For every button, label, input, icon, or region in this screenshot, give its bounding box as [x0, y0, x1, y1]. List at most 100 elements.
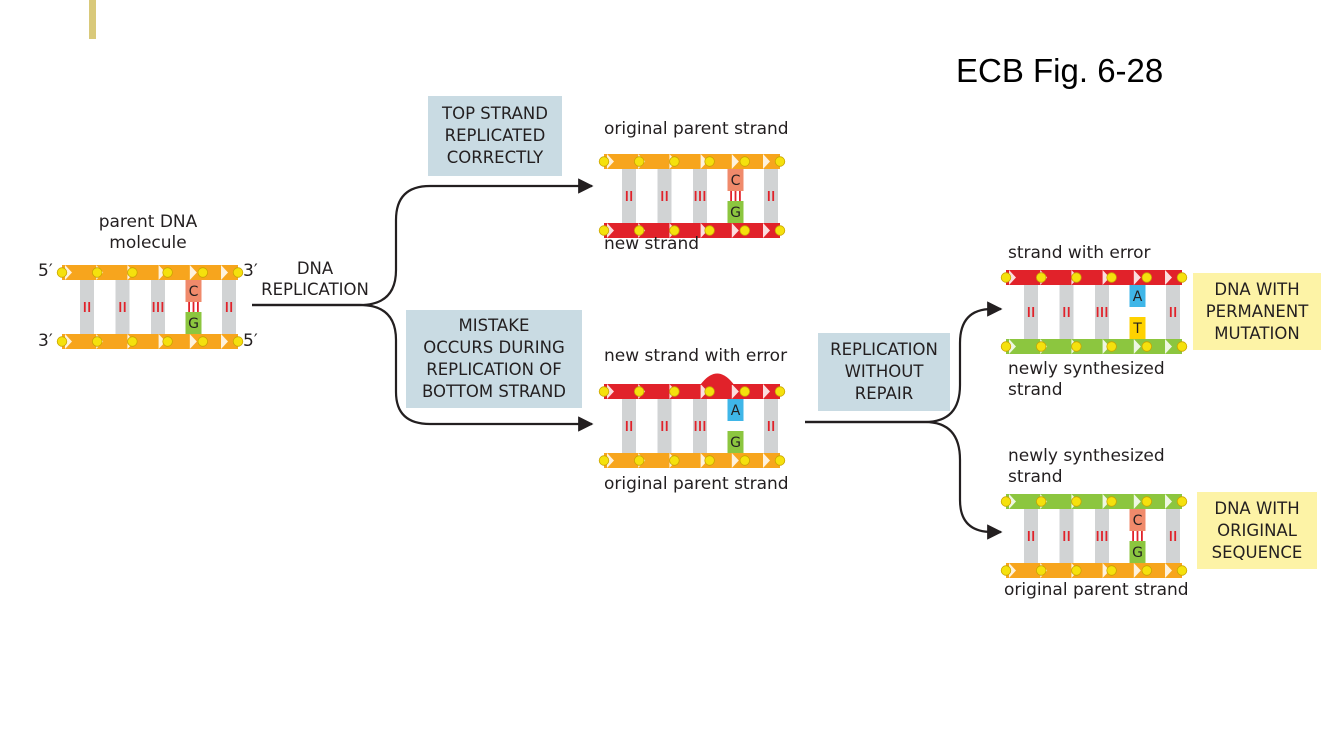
- strand-notch: [607, 154, 614, 169]
- strand-notch: [1133, 563, 1141, 578]
- dna-molecule: CG: [598, 154, 786, 238]
- strand-notch: [1009, 339, 1016, 354]
- sugar-phosphate-backbone: [604, 154, 780, 169]
- phosphate-dot: [1000, 272, 1012, 283]
- strand-notch: [1133, 339, 1141, 354]
- base-letter-label: G: [730, 205, 741, 221]
- strand-notch: [221, 334, 228, 349]
- nucleotide-base: [764, 399, 778, 426]
- base-letter-label: C: [731, 173, 741, 189]
- phosphate-dot: [1176, 341, 1188, 352]
- nucleotide-base: [622, 426, 636, 453]
- mismatch-base: [727, 169, 744, 191]
- phosphate-dot: [739, 386, 751, 397]
- phosphate-dot: [634, 225, 645, 236]
- nucleotide-base: [1166, 536, 1180, 563]
- mismatch-base: [185, 312, 202, 334]
- dna-molecule: AT: [1000, 270, 1188, 354]
- original-top-label: newly synthesized strand: [1008, 446, 1165, 487]
- strand-notch: [1102, 494, 1110, 509]
- nucleotide-base: [764, 426, 778, 453]
- base-letter-label: G: [1132, 545, 1143, 561]
- phosphate-dot: [232, 267, 244, 278]
- phosphate-dot: [91, 336, 103, 347]
- phosphate-dot: [197, 267, 209, 278]
- strand-notch: [731, 154, 739, 169]
- nucleotide-base: [657, 399, 672, 426]
- phosphate-dot: [669, 225, 680, 236]
- nucleotide-base: [764, 169, 778, 196]
- phosphate-dot: [669, 156, 680, 167]
- nucleotide-base: [764, 196, 778, 223]
- phosphate-dot: [1141, 565, 1153, 576]
- nucleotide-base: [80, 280, 94, 307]
- strand-notch: [1165, 494, 1172, 509]
- mismatch-base: [727, 399, 744, 421]
- strand-notch: [65, 334, 72, 349]
- phosphate-dot: [774, 386, 786, 397]
- nucleotide-base: [1059, 536, 1074, 563]
- mismatch-base: [727, 431, 744, 453]
- sugar-phosphate-backbone: [604, 453, 780, 468]
- parent-top-5-prime: 5′: [38, 261, 53, 281]
- phosphate-dot: [1106, 565, 1117, 576]
- nucleotide-base: [1059, 285, 1074, 312]
- branch-line: [252, 178, 594, 307]
- base-letter-label: A: [731, 403, 741, 419]
- sugar-phosphate-backbone: [604, 223, 780, 238]
- phosphate-dot: [1106, 341, 1117, 352]
- strand-notch: [1133, 270, 1141, 285]
- nucleotide-base: [657, 196, 672, 223]
- mismatch-base: [727, 201, 744, 223]
- strand-notch: [700, 453, 708, 468]
- phosphate-dot: [774, 156, 786, 167]
- phosphate-dot: [598, 225, 610, 236]
- strand-notch: [1102, 563, 1110, 578]
- dna-molecule: CG: [56, 265, 244, 349]
- nucleotide-base: [693, 196, 707, 223]
- nucleotide-base: [1024, 312, 1038, 339]
- phosphate-dot: [1035, 272, 1047, 283]
- nucleotide-base: [693, 399, 707, 426]
- phosphate-dot: [1141, 272, 1153, 283]
- nucleotide-base: [657, 426, 672, 453]
- base-letter-label: C: [1133, 513, 1143, 529]
- phosphate-dot: [739, 455, 751, 466]
- strand-notch: [731, 453, 739, 468]
- accent-bar: [89, 0, 96, 39]
- phosphate-dot: [1035, 565, 1047, 576]
- sugar-phosphate-backbone: [1006, 494, 1182, 509]
- phosphate-dot: [1176, 565, 1188, 576]
- phosphate-dot: [1106, 272, 1117, 283]
- phosphate-dot: [704, 225, 715, 236]
- phosphate-dot: [598, 386, 610, 397]
- strand-notch: [700, 384, 708, 399]
- base-letter-label: G: [730, 435, 741, 451]
- base-letter-label: A: [1133, 289, 1143, 305]
- phosphate-dot: [1176, 272, 1188, 283]
- phosphate-dot: [127, 336, 138, 347]
- strand-notch: [763, 154, 770, 169]
- error-copy-top-label: new strand with error: [604, 346, 788, 366]
- nucleotide-base: [1166, 285, 1180, 312]
- nucleotide-base: [151, 280, 165, 307]
- strand-notch: [1009, 494, 1016, 509]
- strand-notch: [1165, 270, 1172, 285]
- phosphate-dot: [232, 336, 244, 347]
- sugar-phosphate-backbone: [1006, 339, 1182, 354]
- phosphate-dot: [739, 225, 751, 236]
- strand-notch: [607, 384, 614, 399]
- phosphate-dot: [1071, 496, 1082, 507]
- nucleotide-base: [151, 307, 165, 334]
- phosphate-dot: [669, 386, 680, 397]
- nucleotide-base: [1166, 509, 1180, 536]
- strand-notch: [189, 334, 197, 349]
- nucleotide-base: [693, 169, 707, 196]
- nucleotide-base: [1024, 536, 1038, 563]
- mismatch-base: [185, 280, 202, 302]
- phosphate-dot: [56, 336, 68, 347]
